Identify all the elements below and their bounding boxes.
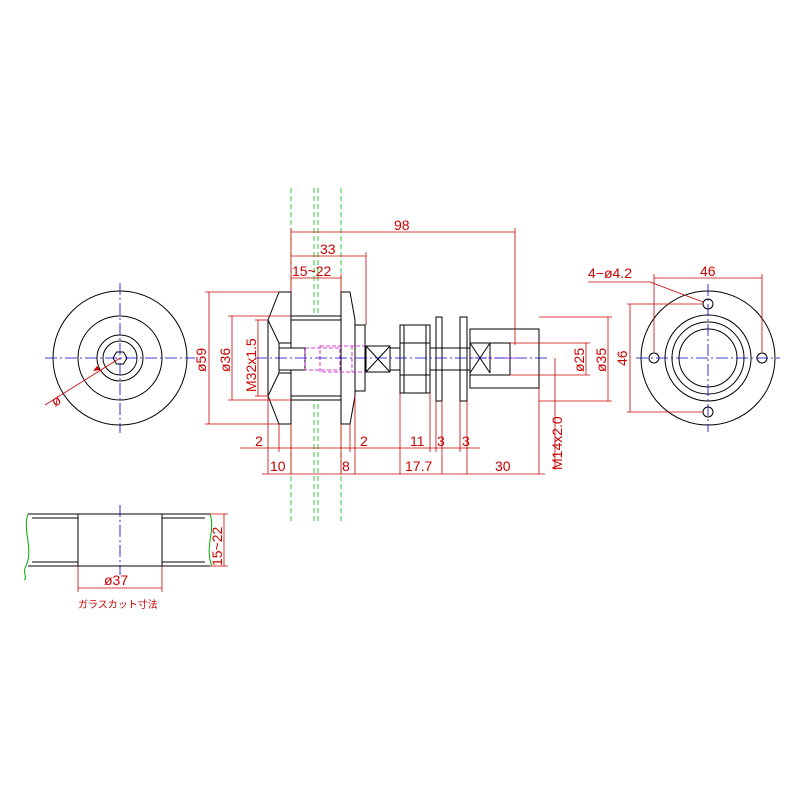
dim-m14: M14x2.0 [549, 416, 565, 470]
dim-2-left: 2 [255, 433, 263, 449]
dim-8: 8 [342, 458, 350, 474]
left-end-view: ø [44, 283, 195, 433]
dim-dia-35: ø35 [593, 348, 609, 372]
dim-holes: 4−ø4.2 [588, 265, 632, 281]
dim-glass-thickness: 15~22 [209, 526, 225, 566]
right-end-view: 4−ø4.2 46 46 [588, 263, 780, 432]
dim-17-7: 17.7 [405, 458, 432, 474]
dim-m32: M32x1.5 [243, 338, 259, 392]
dim-30: 30 [495, 458, 511, 474]
dim-3-b: 3 [462, 433, 470, 449]
dim-15-22: 15~22 [292, 263, 332, 279]
dim-dia-36: ø36 [217, 348, 233, 372]
dim-11: 11 [410, 433, 425, 449]
glass-cut-view: 15~22 ø37 ガラスカット寸法 [23, 505, 228, 611]
dim-2-right: 2 [360, 433, 368, 449]
dim-46-v: 46 [614, 350, 630, 366]
dim-98: 98 [394, 217, 410, 233]
dim-left-small-dia: ø [48, 391, 64, 409]
dim-dia-59: ø59 [193, 348, 209, 372]
dim-10: 10 [270, 458, 286, 474]
dim-glass-dia-37: ø37 [104, 572, 128, 588]
dim-33: 33 [320, 241, 336, 257]
label-glass-cut-size: ガラスカット寸法 [78, 598, 158, 611]
dim-46-h: 46 [700, 263, 716, 279]
dim-dia-25: ø25 [571, 348, 587, 372]
dim-3-a: 3 [437, 433, 445, 449]
side-view-dimensions: 98 33 15~22 ø59 ø36 M32x1.5 [193, 217, 612, 475]
side-view [255, 291, 550, 425]
